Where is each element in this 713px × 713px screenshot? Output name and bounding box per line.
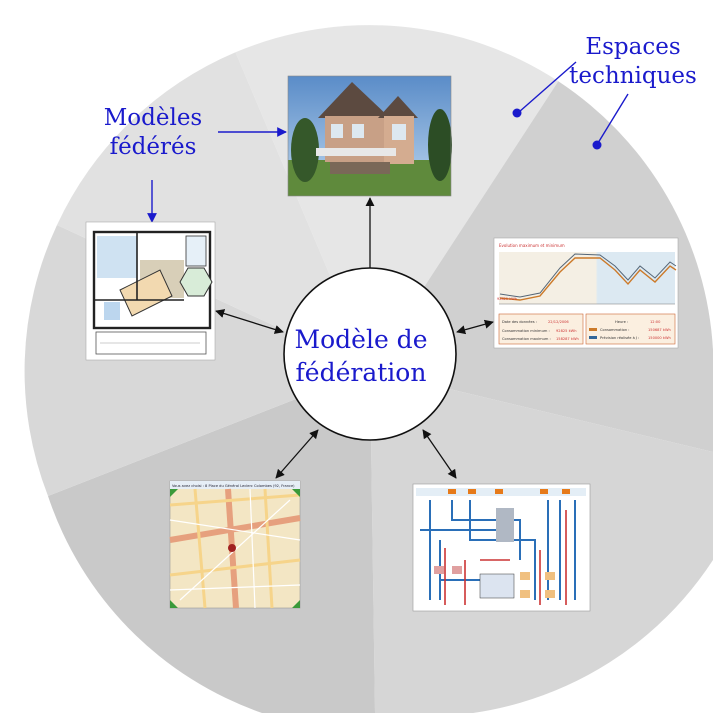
chart-table-min-value: 92825 kWh [556,329,577,333]
arrow-center-schematic [422,429,457,479]
sector-upper-left [57,52,370,371]
map-header: Vous avez choisi : 8 Place du Général Le… [172,484,295,488]
arrow-center-chart [456,319,494,335]
pointer-espaces-1 [518,61,577,113]
thumbnail-network-schematic [412,483,591,612]
center-circle [283,267,457,441]
label-espaces-techniques: Espaces techniques [555,33,711,91]
arrow-center-plan [215,309,284,334]
svg-text:92825 kWh: 92825 kWh [497,297,517,301]
thumbnail-energy-chart: Evolution maximum et minimum 92825 kWh D… [493,237,679,349]
chart-table-date-label: Date des données : [502,320,537,324]
chart-table-cons-label: Consommation : [600,328,630,332]
label-espaces-line2: techniques [569,62,697,89]
label-pointers [147,61,629,223]
label-modeles-federes: Modèles fédérés [88,104,218,162]
arrow-center-map [275,429,319,479]
center-label: Modèle de fédération [283,324,439,389]
dot-espaces-2 [592,140,602,150]
thumbnail-house-photo [287,75,452,197]
svg-text:Evolution maximum et minimum: Evolution maximum et minimum [499,243,565,248]
chart-line-actual [499,257,677,301]
center-label-line1: Modèle de [294,325,428,354]
pointer-espaces-2 [597,93,629,144]
connector-arrows [215,197,494,479]
chart-table-min-label: Consommation minimum : [502,329,550,333]
chart-table-cons-value: 150687 kWh [648,328,671,332]
chart-line-forecast [499,253,677,298]
chart-table-prev-value: 150000 kWh [648,336,671,340]
chart-table-hour-value: 12:00 [650,320,661,324]
label-modeles-line2: fédérés [109,133,197,160]
chart-table-date-value: 22/12/2006 [548,320,569,324]
chart-table-max-label: Consommation maximum : [502,337,551,341]
center-label-line2: fédération [295,357,427,387]
thumbnail-floor-plan [85,221,216,361]
label-espaces-line1: Espaces [585,34,681,60]
label-modeles-line1: Modèles [103,105,203,131]
chart-table-hour-label: Heure : [615,320,628,324]
dot-espaces-1 [512,108,522,118]
thumbnail-street-map: Vous avez choisi : 8 Place du Général Le… [169,480,301,609]
chart-table-prev-label: Prévision réalisée à J : [600,336,639,340]
chart-table-max-value: 158287 kWh [556,337,579,341]
